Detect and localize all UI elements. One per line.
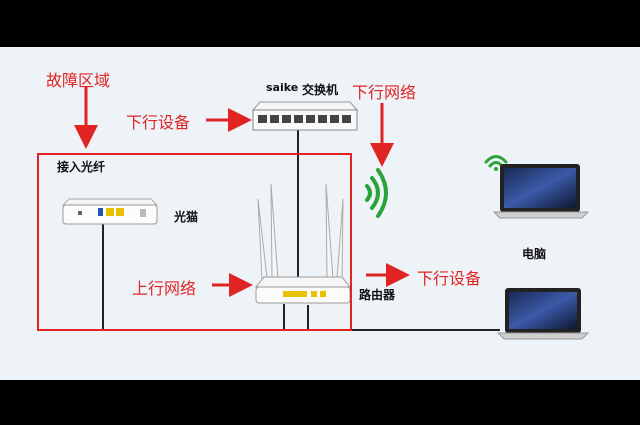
label-downstream-device-right: 下行设备 (417, 269, 482, 288)
switch-device (251, 101, 359, 131)
laptop-wireless (492, 164, 590, 219)
label-fiber-in: 接入光纤 (57, 160, 106, 174)
network-diagram-canvas: 故障区域 下行设备 下行网络 上行网络 下行设备 saike 交换机 接入光纤 … (0, 47, 640, 380)
router-device (254, 183, 352, 304)
modem-device (61, 198, 159, 225)
label-modem: 光猫 (174, 210, 199, 224)
label-switch: 交换机 (302, 83, 339, 97)
label-computer: 电脑 (522, 247, 547, 261)
diagram-graphics (61, 87, 590, 340)
label-fault-zone: 故障区域 (46, 71, 111, 90)
label-downstream-network: 下行网络 (352, 83, 417, 102)
label-downstream-device-top: 下行设备 (126, 113, 191, 132)
fault-zone-box (37, 153, 352, 331)
wifi-signal-icon (365, 168, 388, 218)
label-upstream-network: 上行网络 (132, 279, 197, 298)
annotation-arrows (74, 87, 410, 297)
switch-brand-logo: saike (266, 81, 299, 94)
laptop-wired (496, 288, 590, 340)
label-router: 路由器 (359, 288, 396, 302)
